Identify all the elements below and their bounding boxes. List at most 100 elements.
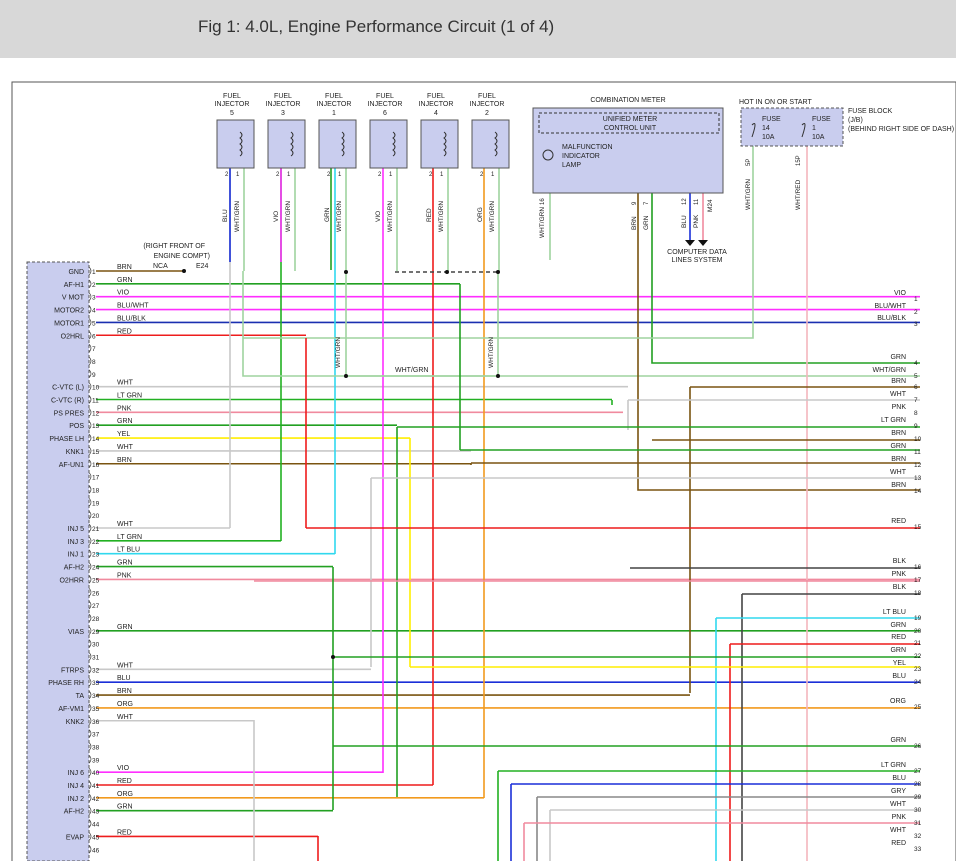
ground-dot	[182, 269, 186, 273]
meter-pin: 16	[540, 198, 546, 205]
ecm-pin-terminal	[88, 305, 92, 314]
ecm-pin-terminal	[88, 498, 92, 507]
ref-wire-label: PNK	[892, 571, 907, 578]
injector-number: 6	[383, 110, 387, 117]
ref-number: 25	[914, 704, 922, 711]
wires-layer	[96, 146, 920, 861]
meter-grn-wire	[651, 193, 920, 364]
ecm-pin-number: 10	[92, 385, 100, 392]
splice-note: ENGINE COMPT)	[154, 253, 210, 260]
meter-wire-label: GRN	[643, 215, 650, 230]
ref-wire-label: LT BLU	[883, 609, 906, 616]
ecm-pin-terminal	[88, 677, 92, 687]
ecm-wire-label: RED	[117, 328, 132, 335]
injector-body	[267, 119, 306, 169]
ref-number: 19	[914, 615, 922, 622]
ecm-pin-label: POS	[69, 423, 84, 430]
fuse-hot-label: HOT IN ON OR START	[739, 99, 812, 106]
fuse-pin: 15P	[796, 155, 802, 166]
ecm-pin-number: 38	[92, 744, 100, 751]
ecm-pin-terminal	[88, 729, 92, 738]
ecm-pin-label: C-VTC (R)	[51, 398, 84, 405]
injector-pin: 2	[276, 172, 280, 178]
injector-coil-icon	[239, 131, 243, 157]
fuse-block-label: FUSE BLOCK	[848, 108, 893, 115]
ecm-pin-terminal	[88, 755, 92, 764]
injector-label: FUEL	[376, 93, 394, 100]
meter-unit-label: CONTROL UNIT	[604, 125, 657, 132]
ecm-pin-terminal	[88, 472, 92, 481]
ref-wire-label: BRN	[891, 430, 906, 437]
ref-number: 5	[914, 373, 918, 380]
ecm-pin-number: 29	[92, 629, 100, 636]
meter-connector: M24	[707, 199, 714, 212]
ecm-pin-label: EVAP	[66, 834, 84, 841]
injector-wire-label: WHT/GRN	[438, 201, 445, 232]
ecm-pin-label: VIAS	[68, 629, 84, 636]
ecm-pin-terminal	[88, 767, 92, 777]
ecm-pin-number: 12	[92, 410, 100, 417]
injector-number: 5	[230, 110, 234, 117]
ref-number: 10	[914, 436, 922, 443]
injector-label: INJECTOR	[266, 101, 301, 108]
ecm-pin-terminal	[88, 588, 92, 597]
fuse-name: FUSE	[762, 116, 781, 123]
fuse-wire-label: WHT/GRN	[745, 179, 752, 210]
ref-wire-label: WHT	[890, 391, 907, 398]
ecm-pin-label: INJ 6	[68, 770, 84, 777]
ref-number: 26	[914, 743, 922, 750]
ecm-wire-label: BRN	[117, 688, 132, 695]
ecm-pin-label: FTRPS	[61, 667, 84, 674]
ref-number: 18	[914, 590, 922, 597]
ecm-wire-label: ORG	[117, 791, 133, 798]
components-layer	[26, 107, 844, 861]
ref-wire-label: PNK	[892, 404, 907, 411]
ecm-pin-number: 14	[92, 436, 100, 443]
ecm-pin-number: 31	[92, 655, 100, 662]
ecm-pin-number: 2	[92, 282, 96, 289]
injector-body	[420, 119, 459, 169]
injector-coil-icon	[341, 131, 345, 157]
ecm-pin-terminal	[88, 690, 92, 700]
ref-wire-label: GRN	[890, 443, 906, 450]
mil-lamp-label: MALFUNCTION	[562, 144, 613, 151]
ref-wire-label: BRN	[891, 456, 906, 463]
arrow-icon	[685, 240, 708, 246]
ecm-pin-terminal	[88, 832, 92, 841]
ref-wire-label: RED	[891, 634, 906, 641]
ecm-pin-terminal	[88, 626, 92, 636]
injector-coil-icon	[392, 131, 396, 157]
ref-wire-label: BLK	[893, 558, 907, 565]
meter-wire-label: PNK	[693, 214, 700, 228]
ref-wire-label: WHT	[890, 469, 907, 476]
mil-lamp-label: LAMP	[562, 162, 581, 169]
ecm-module	[26, 261, 90, 861]
ecm-pin-number: 46	[92, 847, 100, 854]
splice-dot	[496, 270, 500, 274]
ecm-wire-label: ORG	[117, 701, 133, 708]
ecm-pin-label: INJ 5	[68, 526, 84, 533]
fuse-block-label: (J/B)	[848, 117, 863, 124]
ecm-pin-terminal	[88, 845, 92, 854]
ecm-pin-number: 39	[92, 757, 100, 764]
injector-label: FUEL	[325, 93, 343, 100]
injector-coil-icon	[290, 131, 294, 157]
bus-wire-label: WHT/GRN	[395, 367, 428, 374]
ref-wire-label: RED	[891, 840, 906, 847]
ecm-pin-terminal	[88, 780, 92, 790]
ref-number: 14	[914, 488, 922, 495]
ref-wire-label: GRN	[890, 737, 906, 744]
fuse-block-box	[740, 107, 844, 147]
injector-number: 4	[434, 110, 438, 117]
ecm-pin-number: 8	[92, 359, 96, 366]
ecm-pin-number: 13	[92, 423, 100, 430]
injector-wire-label: BLU	[222, 209, 229, 222]
ecm-pin-number: 45	[92, 834, 100, 841]
ref-number: 20	[914, 628, 922, 635]
data-lines-label: LINES SYSTEM	[672, 257, 723, 264]
lamp-icon	[542, 149, 554, 161]
ecm-pin-number: 44	[92, 822, 100, 829]
data-lines-label: COMPUTER DATA	[667, 249, 727, 256]
ecm-pin-terminal	[88, 793, 92, 803]
